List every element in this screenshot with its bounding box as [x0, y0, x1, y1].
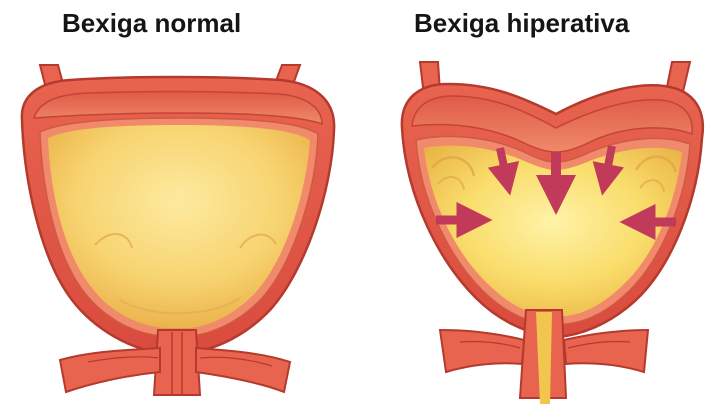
- overactive-bladder: [402, 62, 703, 404]
- pelvic-muscle-right: [564, 330, 648, 372]
- normal-bladder: [22, 65, 334, 395]
- pelvic-muscle-left: [60, 348, 160, 392]
- pelvic-muscle-right: [196, 348, 290, 392]
- pelvic-muscle-left: [440, 330, 524, 372]
